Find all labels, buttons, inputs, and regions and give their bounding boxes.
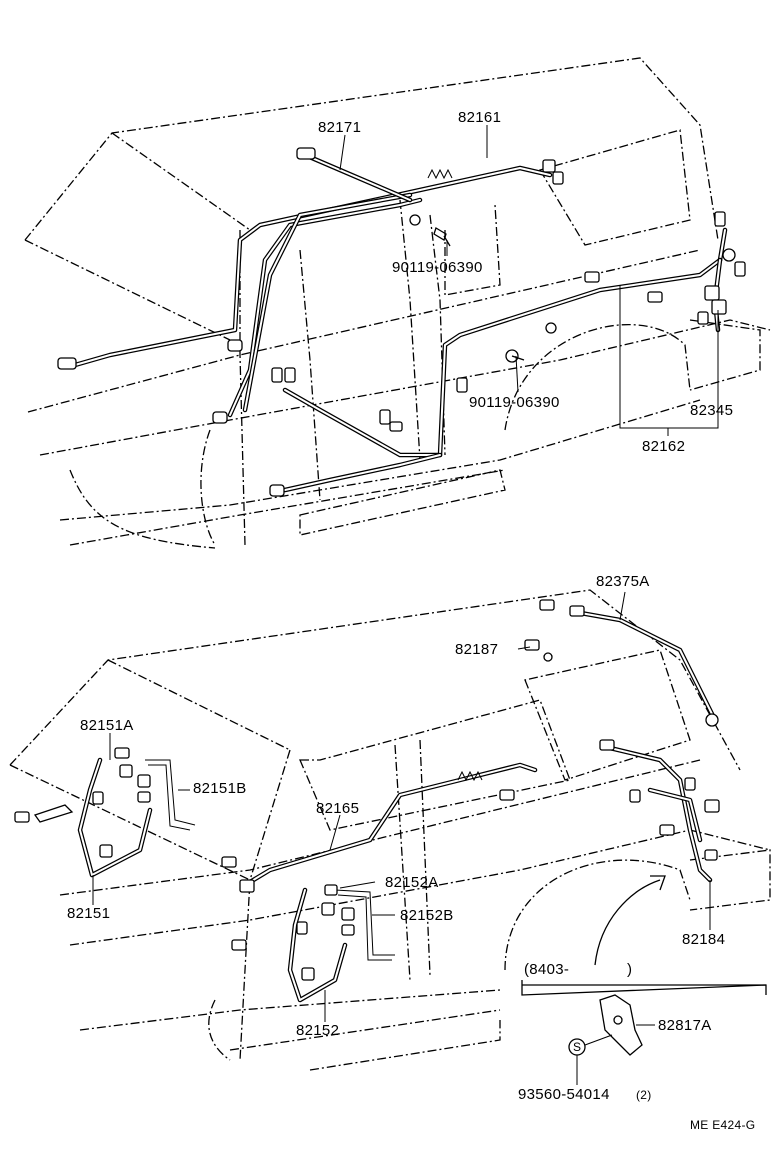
label-82151A: 82151A [80, 717, 134, 734]
bottom-labels: 82375A 82187 82151A 82151B 82165 82151 8… [67, 573, 725, 1103]
bottom-wire-harness [77, 609, 718, 1003]
label-82162: 82162 [642, 438, 685, 455]
label-bolt-lower: 90119-06390 [469, 394, 560, 411]
label-82161: 82161 [458, 109, 501, 126]
top-vehicle-body [24, 57, 771, 549]
label-82152B: 82152B [400, 907, 454, 924]
label-8403: (8403- [524, 961, 569, 978]
label-quantity: (2) [636, 1088, 652, 1102]
bottom-vehicle-body [9, 589, 771, 1071]
top-wire-harness [72, 152, 728, 493]
label-82187: 82187 [455, 641, 498, 658]
clamp-icon [457, 770, 483, 782]
label-bolt-upper: 90119-06390 [392, 259, 483, 276]
bottom-leaders [92, 591, 711, 1085]
bottom-connectors [14, 599, 720, 1056]
bracket-icon [599, 994, 643, 1056]
label-82375A: 82375A [596, 573, 650, 590]
bolt-icon [433, 227, 451, 247]
top-labels: 82171 82161 90119-06390 90119-06390 8234… [318, 109, 733, 455]
diagram-code: ME E424-G [690, 1118, 755, 1132]
top-connectors [57, 147, 746, 497]
label-82152A: 82152A [385, 874, 439, 891]
label-82151: 82151 [67, 905, 110, 922]
clamp-icon [427, 168, 453, 180]
label-8403-close: ) [627, 961, 632, 978]
label-93560: 93560-54014 [518, 1086, 610, 1103]
label-82345: 82345 [690, 402, 733, 419]
grommet-icon [409, 214, 421, 226]
label-82152: 82152 [296, 1022, 339, 1039]
label-82171: 82171 [318, 119, 361, 136]
arrow-icon [594, 879, 661, 966]
label-82151B: 82151B [193, 780, 247, 797]
s-mark-letter: S [573, 1040, 581, 1054]
bolt-icon [33, 804, 74, 823]
top-leaders [339, 125, 719, 436]
bolt-icon [505, 349, 525, 363]
label-82165: 82165 [316, 800, 359, 817]
label-82184: 82184 [682, 931, 725, 948]
label-82817A: 82817A [658, 1017, 712, 1034]
connector-icon [296, 147, 316, 160]
